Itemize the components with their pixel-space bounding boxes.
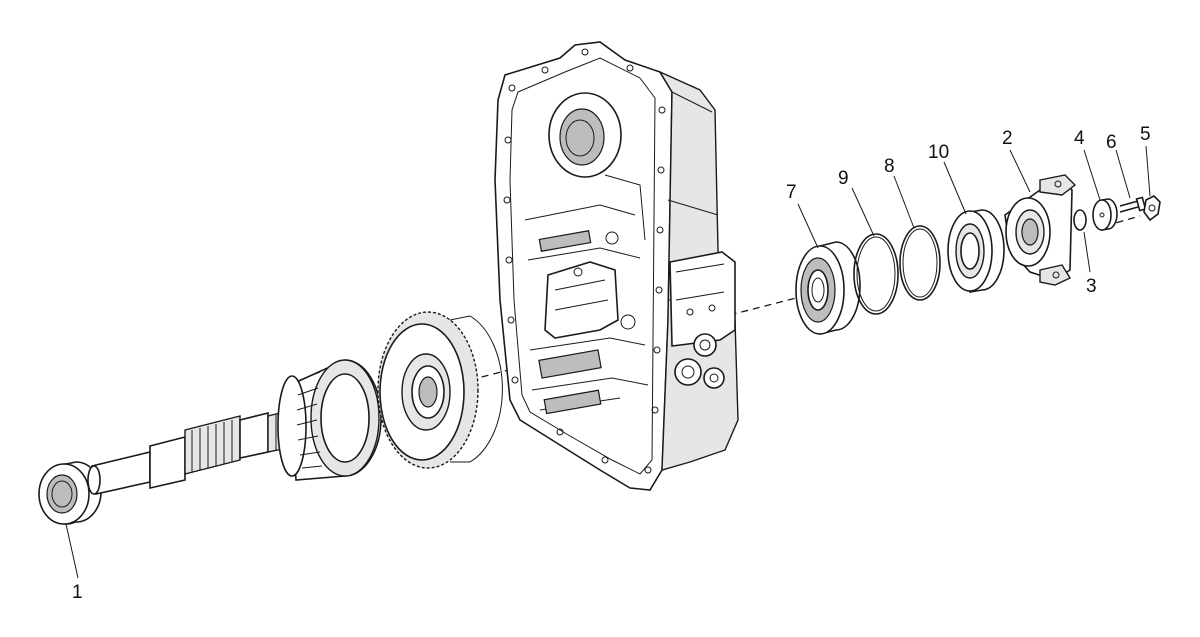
part-8-ring bbox=[899, 225, 941, 301]
shaft-splines bbox=[191, 420, 233, 472]
part-7-bearing bbox=[795, 241, 861, 336]
callout-1: 1 bbox=[72, 582, 83, 603]
gearbox-housing bbox=[494, 41, 739, 491]
leader-lines bbox=[65, 145, 1151, 579]
callout-2: 2 bbox=[1002, 128, 1013, 149]
part-6-bolt bbox=[1119, 196, 1147, 213]
drum-teeth bbox=[296, 371, 323, 469]
gear-wheel bbox=[377, 311, 503, 469]
callout-10: 10 bbox=[928, 142, 949, 163]
clutch-drum bbox=[277, 359, 382, 481]
callout-3: 3 bbox=[1086, 276, 1097, 297]
flange-bolt-holes bbox=[503, 48, 666, 474]
part-9-ring bbox=[853, 233, 899, 315]
callout-6: 6 bbox=[1106, 132, 1117, 153]
part-3-o-ring bbox=[1073, 209, 1087, 231]
callout-5: 5 bbox=[1140, 124, 1151, 145]
part-10-seal bbox=[947, 209, 1005, 293]
callout-7: 7 bbox=[786, 182, 797, 203]
part-4-washer bbox=[1092, 198, 1118, 231]
part-2-flange bbox=[1004, 174, 1077, 286]
callout-9: 9 bbox=[838, 168, 849, 189]
callout-labels: 1 2 3 4 5 6 7 8 9 10 bbox=[72, 124, 1151, 603]
callout-4: 4 bbox=[1074, 128, 1085, 149]
input-shaft bbox=[87, 408, 297, 495]
callout-8: 8 bbox=[884, 156, 895, 177]
part-5-lock-plate bbox=[1143, 195, 1161, 222]
